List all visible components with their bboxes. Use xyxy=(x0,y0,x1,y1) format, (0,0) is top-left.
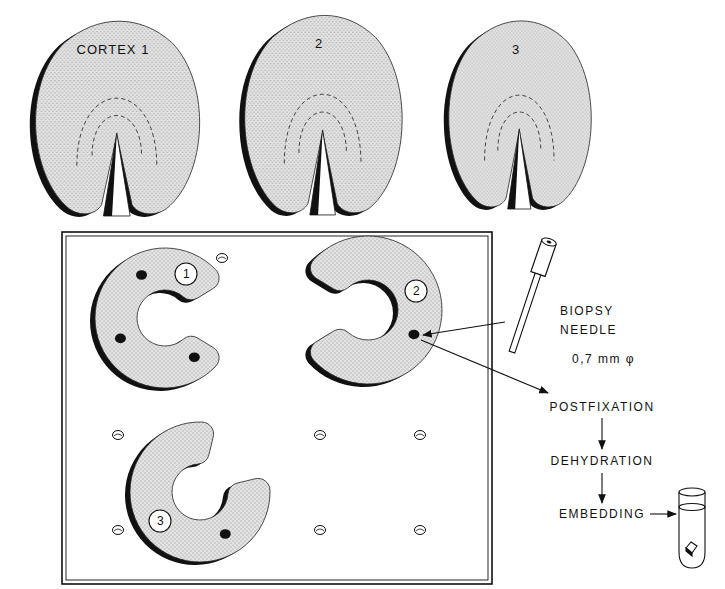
slice-outline xyxy=(430,12,602,210)
cortex-slice: CORTEX 1 xyxy=(14,12,212,217)
dimension: 0,7 mm φ xyxy=(572,350,635,369)
slice-label: 3 xyxy=(430,12,602,57)
slice-number: 1 xyxy=(174,262,198,286)
slice-label: CORTEX 1 xyxy=(14,12,212,57)
holes xyxy=(113,254,426,539)
slice-number: 2 xyxy=(404,279,428,303)
step-label: POSTFIXATION xyxy=(549,398,654,417)
tissue-slices xyxy=(90,236,442,565)
flow-arrows xyxy=(421,322,676,514)
slice-label: 2 xyxy=(224,6,414,51)
callout-number: 1 xyxy=(183,267,190,281)
slice-number: 3 xyxy=(148,509,172,533)
cortex-slice: 3 xyxy=(430,12,602,210)
cortex-slice: 2 xyxy=(224,6,414,216)
step-label: EMBEDDING xyxy=(559,505,645,524)
callout-number: 2 xyxy=(413,284,420,298)
step-label: DEHYDRATION xyxy=(551,452,654,471)
callout-number: 3 xyxy=(157,514,164,528)
embedding-vial xyxy=(679,488,705,568)
slide-plate xyxy=(62,232,492,584)
biopsy-needle xyxy=(509,236,557,353)
needle-label: BIOPSY NEEDLE xyxy=(560,302,642,340)
